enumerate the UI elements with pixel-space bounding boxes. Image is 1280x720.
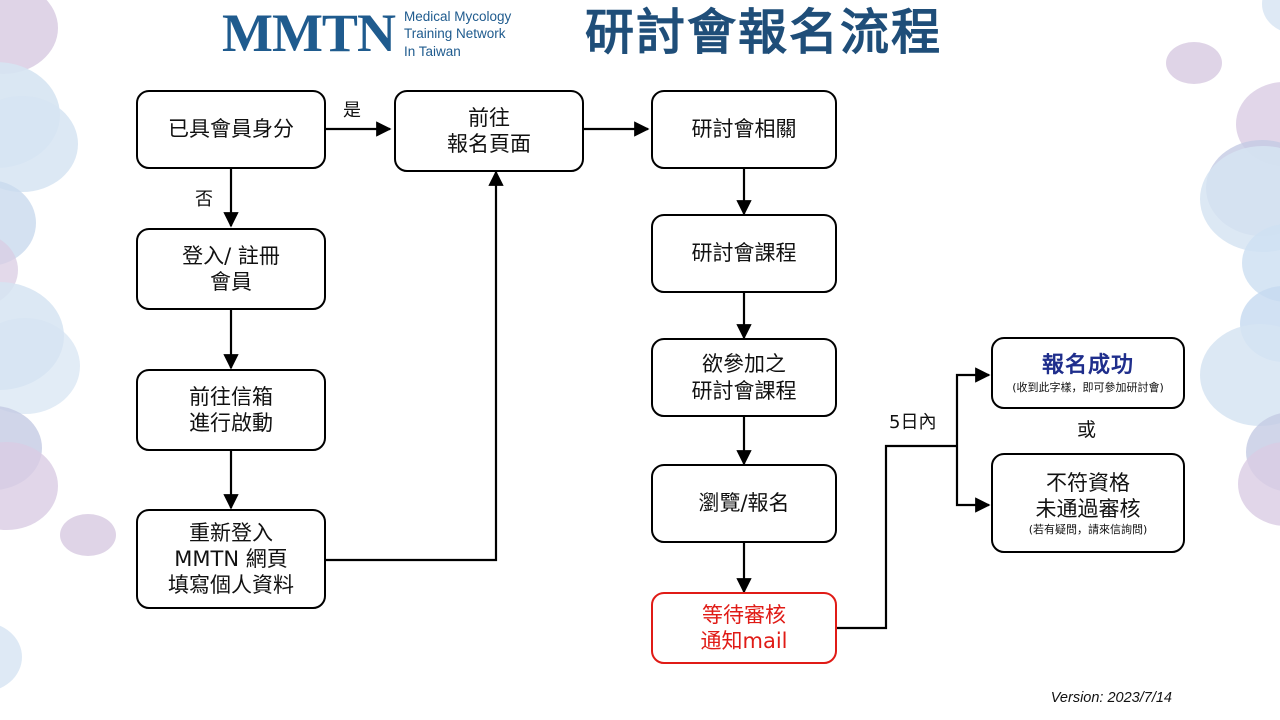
node-text: 研討會課程 [691,378,797,403]
node-goto-signup[interactable]: 前往 報名頁面 [394,90,584,172]
logo-wordmark: MMTN [222,3,396,63]
node-headline: 報名成功 [1041,353,1134,379]
node-text: 報名頁面 [447,132,531,156]
node-text: 研討會相關 [691,117,797,142]
node-text: 欲參加之 [702,352,786,377]
node-desired-course[interactable]: 欲參加之 研討會課程 [651,338,837,417]
edge-branch-to-rejected [955,446,991,513]
edge-label-within-5-days: 5日內 [889,412,937,433]
logo-subtitle-line-2: Training Network [403,26,506,42]
node-mailbox-activate[interactable]: 前往信箱 進行啟動 [136,369,326,451]
node-browse-signup[interactable]: 瀏覽/報名 [651,464,837,543]
node-text: 研討會課程 [691,241,797,266]
version-label: Version: 2023/7/14 [1050,690,1172,706]
logo-subtitle: Medical Mycology Training Network In Tai… [404,8,511,60]
node-text: 登入/ 註冊 [182,243,280,268]
edge-await-to-branch [837,444,957,630]
logo-subtitle-line-3: In Taiwan [403,43,461,59]
node-rejected[interactable]: 不符資格 未通過審核 (若有疑問，請來信詢問) [991,453,1185,553]
or-label: 或 [1077,419,1097,441]
node-note: (若有疑問，請來信詢問) [1028,522,1148,536]
edge-relogin-to-signup [326,170,504,562]
node-relogin-profile[interactable]: 重新登入 MMTN 網頁 填寫個人資料 [136,509,326,609]
node-text: 進行啟動 [189,411,273,435]
edge-branch-to-success [955,367,991,446]
node-seminar-related[interactable]: 研討會相關 [651,90,837,169]
node-text: 瀏覽/報名 [698,491,790,516]
node-login-register[interactable]: 登入/ 註冊 會員 [136,228,326,310]
node-registration-success[interactable]: 報名成功 (收到此字樣，即可參加研討會) [991,337,1185,409]
node-member-check[interactable]: 已具會員身分 [136,90,326,169]
node-text: 會員 [210,270,252,294]
page-title: 研討會報名流程 [585,4,943,61]
node-await-review[interactable]: 等待審核 通知mail [651,592,837,664]
node-seminar-course[interactable]: 研討會課程 [651,214,837,293]
mmtn-logo: MMTN Medical Mycology Training Network I… [222,6,511,60]
node-text: 等待審核 [702,602,786,627]
node-text: 重新登入 [189,520,273,545]
node-text: 前往信箱 [189,384,273,409]
node-text: 未通過審核 [1035,496,1141,521]
edge-label-no: 否 [195,189,213,210]
node-text: 已具會員身分 [168,117,294,142]
logo-subtitle-line-1: Medical Mycology [403,9,512,25]
node-text: 前往 [468,105,510,130]
node-text: 不符資格 [1046,470,1130,495]
node-text: 填寫個人資料 [168,573,294,598]
node-note: (收到此字樣，即可參加研討會) [1012,380,1164,394]
edge-label-yes: 是 [343,100,361,121]
node-text: 通知mail [700,629,788,653]
node-text: MMTN 網頁 [174,546,288,571]
